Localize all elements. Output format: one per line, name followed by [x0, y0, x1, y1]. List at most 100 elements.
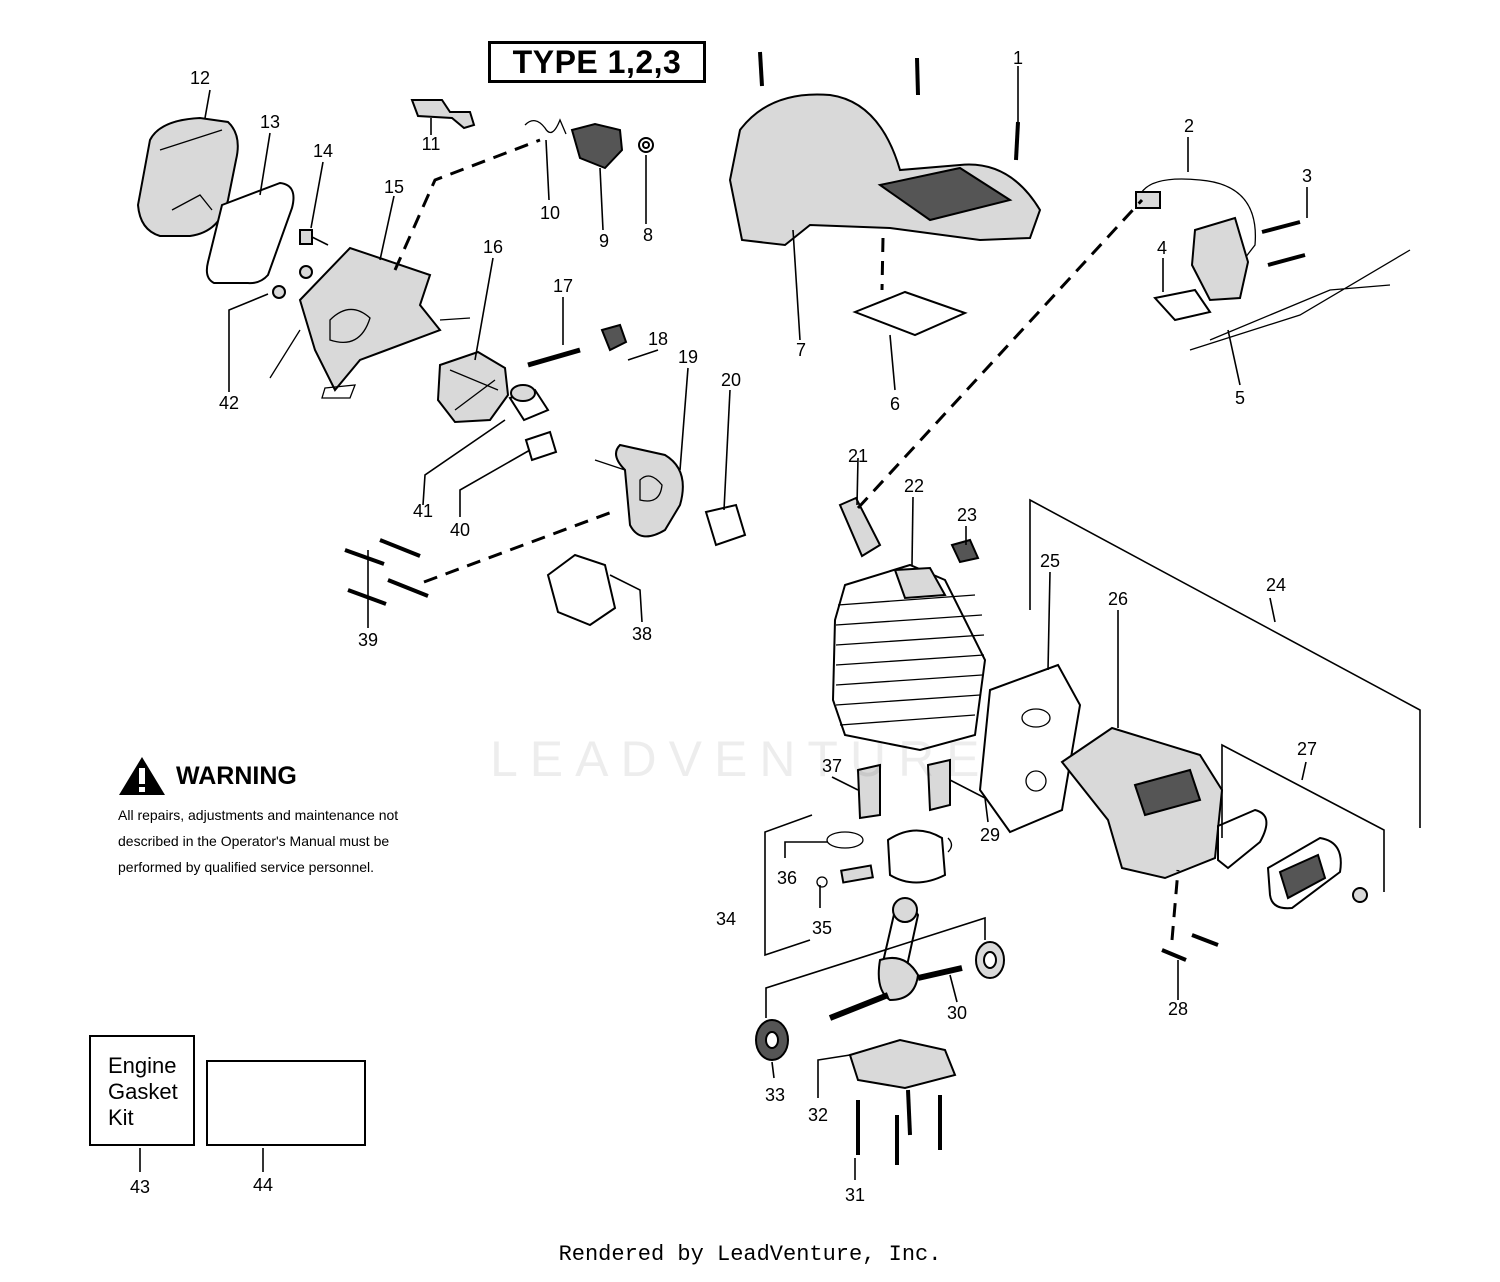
callout-32: 32	[808, 1105, 828, 1125]
part-26-muffler	[1060, 726, 1224, 880]
part-8-washer	[638, 137, 654, 153]
callout-40: 40	[450, 520, 470, 540]
footer-credit: Rendered by LeadVenture, Inc.	[558, 1242, 942, 1267]
warning-line: performed by qualified service personnel…	[118, 859, 375, 875]
callout-labels: 1 2 3 4 5 6 7 8 9 10 11 12 13 14 15 16 1…	[130, 48, 1317, 1205]
warning-triangle-icon	[119, 757, 165, 795]
callout-7: 7	[796, 340, 806, 360]
part-37-29-plates	[856, 758, 951, 820]
part-15-air-box	[269, 246, 471, 399]
callout-30: 30	[947, 1003, 967, 1023]
tool-box	[206, 1060, 366, 1146]
callout-42: 42	[219, 393, 239, 413]
callout-29: 29	[980, 825, 1000, 845]
callout-37: 37	[822, 756, 842, 776]
callout-19: 19	[678, 347, 698, 367]
callout-27: 27	[1297, 739, 1317, 759]
part-22-cylinder	[831, 563, 987, 752]
part-31-bolts	[856, 1089, 942, 1165]
kit-label-line: Kit	[108, 1105, 134, 1130]
callout-14: 14	[313, 141, 333, 161]
part-30-bearing	[975, 941, 1005, 979]
part-9-switch	[570, 122, 624, 170]
type-label: TYPE 1,2,3	[488, 41, 706, 83]
part-3-4-coil	[1153, 216, 1306, 322]
callout-24: 24	[1266, 575, 1286, 595]
callout-20: 20	[721, 370, 741, 390]
part-20-plate	[704, 503, 747, 547]
part-28-screws	[1161, 933, 1219, 962]
part-18-fitting	[600, 323, 628, 352]
callout-8: 8	[643, 225, 653, 245]
kit-label-line: Gasket	[108, 1079, 178, 1104]
part-16-carburetor	[436, 350, 510, 424]
part-25-gasket	[978, 663, 1082, 834]
part-5-wires	[1189, 249, 1411, 351]
callout-43: 43	[130, 1177, 150, 1197]
kit-label-line: Engine	[108, 1053, 177, 1078]
callout-13: 13	[260, 112, 280, 132]
part-42-nuts	[272, 265, 313, 299]
callout-31: 31	[845, 1185, 865, 1205]
leader-lines	[139, 66, 1421, 1180]
callout-17: 17	[553, 276, 573, 296]
part-11-lever	[410, 99, 476, 130]
part-39-bolts	[344, 538, 429, 606]
callout-22: 22	[904, 476, 924, 496]
part-33-seal	[755, 1019, 789, 1061]
callout-16: 16	[483, 237, 503, 257]
warning-line: described in the Operator's Manual must …	[118, 833, 390, 849]
callout-15: 15	[384, 177, 404, 197]
engine-gasket-kit-box: Engine Gasket Kit	[89, 1035, 195, 1146]
callout-25: 25	[1040, 551, 1060, 571]
part-12-air-filter-cover	[136, 116, 239, 237]
callout-1: 1	[1013, 48, 1023, 68]
callout-9: 9	[599, 231, 609, 251]
warning-title: WARNING	[176, 761, 297, 790]
callout-18: 18	[648, 329, 668, 349]
callout-34: 34	[716, 909, 736, 929]
callout-26: 26	[1108, 589, 1128, 609]
part-21-spark-plug	[838, 496, 882, 558]
part-19-intake-flange	[594, 443, 684, 538]
callout-6: 6	[890, 394, 900, 414]
callout-5: 5	[1235, 388, 1245, 408]
callout-33: 33	[765, 1085, 785, 1105]
warning-text: All repairs, adjustments and maintenance…	[118, 802, 458, 880]
warning-header: WARNING	[118, 756, 458, 796]
part-17-rod	[527, 347, 581, 368]
part-1-screws	[758, 51, 1020, 161]
part-34-36-35-piston-group	[816, 829, 953, 888]
callout-4: 4	[1157, 238, 1167, 258]
dashed-links	[393, 138, 1180, 941]
part-38-gasket	[546, 553, 617, 627]
callout-2: 2	[1184, 116, 1194, 136]
callout-44: 44	[253, 1175, 273, 1195]
callout-12: 12	[190, 68, 210, 88]
part-40-gasket	[524, 430, 558, 462]
part-41-tube	[508, 384, 550, 422]
callout-35: 35	[812, 918, 832, 938]
part-7-engine-cover	[728, 93, 1042, 247]
callout-11: 11	[422, 134, 441, 154]
callout-41: 41	[413, 501, 433, 521]
part-6-pad	[852, 290, 968, 337]
part-14-screw	[299, 229, 329, 246]
warning-notice: WARNING All repairs, adjustments and mai…	[118, 756, 458, 880]
callout-23: 23	[957, 505, 977, 525]
part-10-spring	[524, 118, 567, 135]
callout-36: 36	[777, 868, 797, 888]
part-13-filter	[205, 181, 295, 285]
warning-line: All repairs, adjustments and maintenance…	[118, 807, 399, 823]
callout-39: 39	[358, 630, 378, 650]
callout-28: 28	[1168, 999, 1188, 1019]
callout-21: 21	[848, 446, 868, 466]
part-23-clip	[950, 538, 980, 564]
callout-10: 10	[540, 203, 560, 223]
callout-38: 38	[632, 624, 652, 644]
part-32-crankcase	[848, 1038, 957, 1090]
part-27-cover	[1217, 808, 1368, 910]
callout-3: 3	[1302, 166, 1312, 186]
